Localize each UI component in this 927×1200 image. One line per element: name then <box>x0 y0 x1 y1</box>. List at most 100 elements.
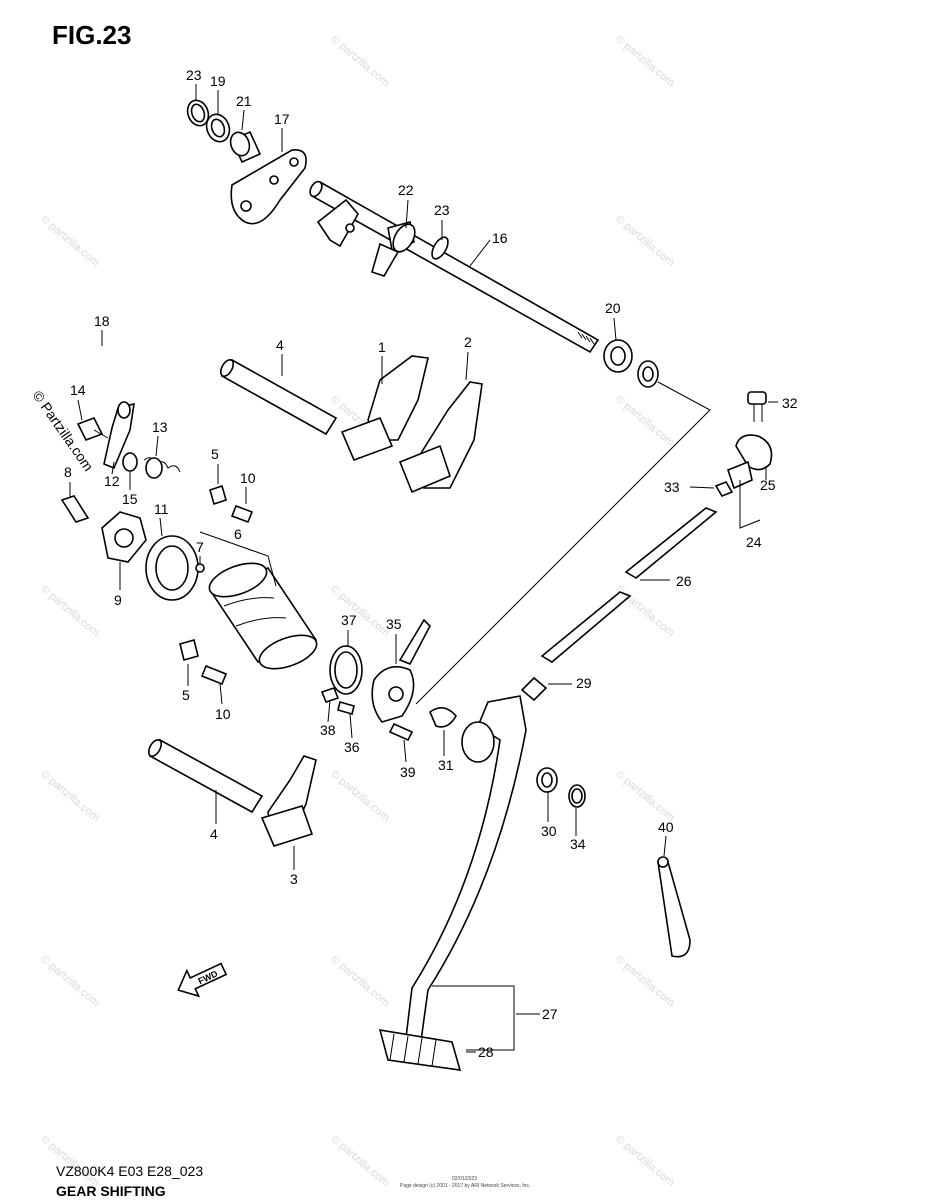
small-print: Page design (c) 2001 - 2017 by ARI Netwo… <box>400 1183 530 1189</box>
collar-22 <box>371 221 416 277</box>
callout-leaders <box>69 84 778 1053</box>
spring-36 <box>337 701 355 715</box>
spring-13 <box>143 457 181 479</box>
callout: 4 <box>276 337 284 353</box>
callout: 20 <box>605 300 621 316</box>
callout: 10 <box>215 706 231 722</box>
shift-fork-1 <box>340 355 429 462</box>
callout-labels: 23 19 21 17 22 23 16 20 18 4 1 2 32 14 1… <box>64 67 798 1060</box>
callout: 18 <box>94 313 110 329</box>
watermark: © partzilla.com <box>613 953 677 1009</box>
callout: 5 <box>211 446 219 462</box>
cam-plate-9 <box>101 511 147 563</box>
callout: 35 <box>386 616 402 632</box>
footrest-rubber-28 <box>378 1029 462 1071</box>
pin-8 <box>60 495 90 523</box>
watermark: © partzilla.com <box>613 583 677 639</box>
shaft-16 <box>309 180 600 354</box>
model-code: VZ800K4 E03 E28_023 <box>56 1163 203 1179</box>
watermark: © partzilla.com <box>38 953 102 1009</box>
callout: 16 <box>492 230 508 246</box>
callout: 2 <box>464 334 472 350</box>
bearing-20 <box>603 339 633 373</box>
shift-fork-3 <box>260 755 317 847</box>
watermark: © partzilla.com <box>328 33 392 89</box>
watermark: © partzilla.com <box>38 1133 102 1189</box>
stopper-arm-12 <box>103 401 135 470</box>
leader-line <box>415 381 711 705</box>
callout: 17 <box>274 111 290 127</box>
callout: 9 <box>114 592 122 608</box>
watermark: © partzilla.com <box>328 583 392 639</box>
callout: 15 <box>122 491 138 507</box>
bearing-11 <box>145 535 199 601</box>
snap-ring-34 <box>568 784 586 808</box>
callout: 32 <box>782 395 798 411</box>
callout: 11 <box>154 501 169 517</box>
callout: 7 <box>196 539 204 555</box>
callout: 12 <box>104 473 120 489</box>
callout: 33 <box>664 479 680 495</box>
watermark: © partzilla.com <box>328 953 392 1009</box>
callout: 31 <box>438 757 454 773</box>
washer-near-20 <box>637 360 659 388</box>
pin-7 <box>195 563 205 573</box>
screw-10-lower <box>200 664 228 686</box>
callout: 22 <box>398 182 414 198</box>
small-print: 02/01/2023 <box>452 1176 477 1182</box>
callout: 40 <box>658 819 674 835</box>
fork-shaft-4-lower <box>147 738 264 814</box>
snap-ring-23-top <box>186 99 210 127</box>
callout: 5 <box>182 687 190 703</box>
callout: 10 <box>240 470 256 486</box>
callout: 4 <box>210 826 218 842</box>
callout: 23 <box>186 67 202 83</box>
pin-38 <box>320 687 340 703</box>
watermark: © partzilla.com <box>38 213 102 269</box>
bracket-27 <box>432 985 515 1051</box>
callout: 29 <box>576 675 592 691</box>
washer-31 <box>429 707 457 728</box>
washer-15 <box>122 452 138 472</box>
callout: 28 <box>478 1044 494 1060</box>
callout: 25 <box>760 477 776 493</box>
callout: 24 <box>746 534 762 550</box>
o-ring-37 <box>329 645 363 695</box>
washer-30 <box>536 767 558 793</box>
callout: 39 <box>400 764 416 780</box>
rod-26 <box>540 507 718 663</box>
shift-drum-6 <box>208 562 318 670</box>
watermark: © partzilla.com <box>328 768 392 824</box>
callout: 14 <box>70 382 86 398</box>
watermark: © partzilla.com <box>613 213 677 269</box>
bolt-32 <box>747 391 767 422</box>
plate-17 <box>230 149 307 225</box>
joint-29 <box>520 676 548 702</box>
watermark: © partzilla.com <box>328 1133 392 1189</box>
callout: 21 <box>236 93 252 109</box>
callout: 36 <box>344 739 360 755</box>
screw-39 <box>388 722 414 742</box>
watermark: © partzilla.com <box>613 1133 677 1189</box>
watermark: © partzilla.com <box>613 768 677 824</box>
bolt-40 <box>657 856 691 958</box>
snap-ring-23-shaft <box>431 236 449 260</box>
callout: 34 <box>570 836 586 852</box>
plate-5-upper <box>209 484 227 506</box>
figure-title: FIG.23 <box>52 20 131 50</box>
callout: 27 <box>542 1006 558 1022</box>
joint-25 <box>727 434 773 490</box>
callout: 1 <box>378 339 386 355</box>
watermark: © partzilla.com <box>613 33 677 89</box>
section-name: GEAR SHIFTING <box>56 1183 166 1199</box>
nut-33 <box>714 481 734 497</box>
callout: 23 <box>434 202 450 218</box>
bracket-6 <box>199 531 277 587</box>
pawl-35 <box>371 618 431 723</box>
fork-shaft-4-upper <box>219 358 338 436</box>
callout: 30 <box>541 823 557 839</box>
bolt-14 <box>76 416 109 442</box>
bearing-21 <box>229 130 262 164</box>
callout: 26 <box>676 573 692 589</box>
